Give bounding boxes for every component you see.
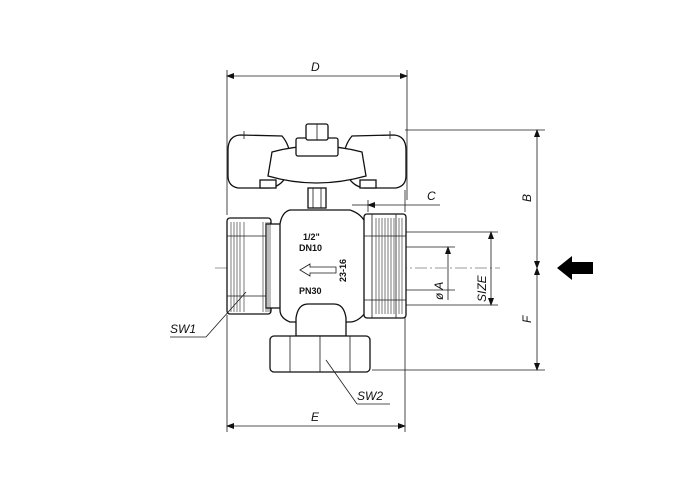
marking-code: 23-16 <box>338 259 348 282</box>
dimension-f-label: F <box>520 315 534 323</box>
arrow-left-icon <box>557 256 593 280</box>
dimension-e-label: E <box>311 410 320 424</box>
sw1-label: SW1 <box>170 322 196 336</box>
dimension-a: ø A <box>405 246 455 300</box>
dimension-c: C <box>352 189 440 212</box>
internal-flow-arrow <box>299 263 337 277</box>
body-hatching <box>230 218 403 314</box>
dimension-f: F <box>372 267 545 371</box>
marking-dn: DN10 <box>299 243 322 253</box>
dimension-d: D <box>226 60 408 215</box>
dimension-c-label: C <box>427 189 436 203</box>
dimension-e: E <box>226 305 406 432</box>
butterfly-handle <box>227 123 407 209</box>
dimension-size-label: SIZE <box>475 274 489 302</box>
dimension-a-label: ø A <box>432 282 446 300</box>
marking-pn: PN30 <box>299 286 322 296</box>
sw1-callout: SW1 <box>170 291 247 338</box>
dimension-b: B <box>405 129 545 269</box>
sw2-callout: SW2 <box>325 359 390 405</box>
dimension-b-label: B <box>520 194 534 202</box>
dimension-d-label: D <box>311 60 320 74</box>
bottom-port <box>269 303 371 373</box>
sw2-label: SW2 <box>357 389 383 403</box>
marking-size: 1/2" <box>303 232 320 242</box>
dimension-size: SIZE <box>405 231 498 306</box>
